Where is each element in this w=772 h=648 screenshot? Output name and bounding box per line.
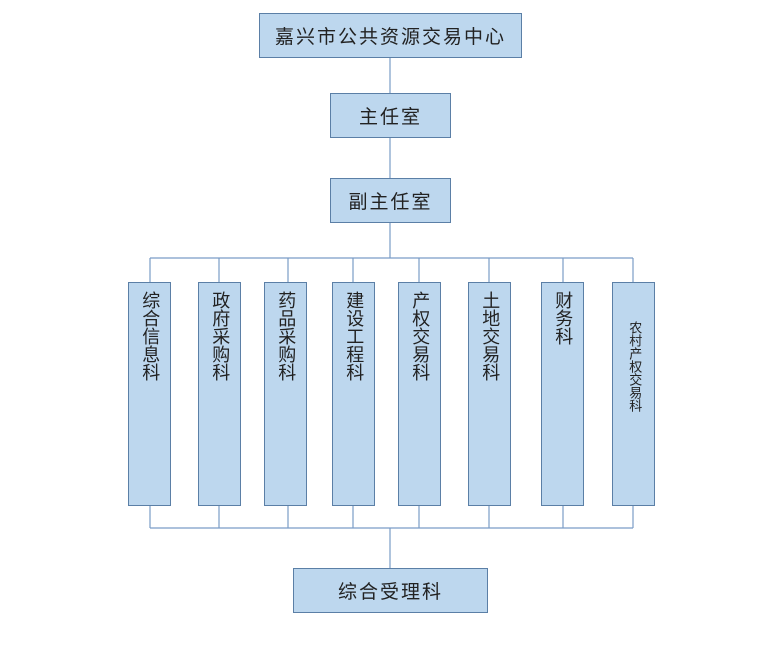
dept-box-property-rights: 产权交易科 — [398, 282, 441, 506]
dept-box-construction: 建设工程科 — [332, 282, 375, 506]
dept-box-finance: 财务科 — [541, 282, 584, 506]
director-box: 主任室 — [330, 93, 451, 138]
dept-box-drug-procurement: 药品采购科 — [264, 282, 307, 506]
reception-box: 综合受理科 — [293, 568, 488, 613]
deputy-box: 副主任室 — [330, 178, 451, 223]
dept-box-comprehensive-info: 综合信息科 — [128, 282, 171, 506]
dept-box-rural-property-rights: 农村产权交易科 — [612, 282, 655, 506]
dept-box-land-transaction: 土地交易科 — [468, 282, 511, 506]
dept-box-government-procurement: 政府采购科 — [198, 282, 241, 506]
center-box: 嘉兴市公共资源交易中心 — [259, 13, 522, 58]
